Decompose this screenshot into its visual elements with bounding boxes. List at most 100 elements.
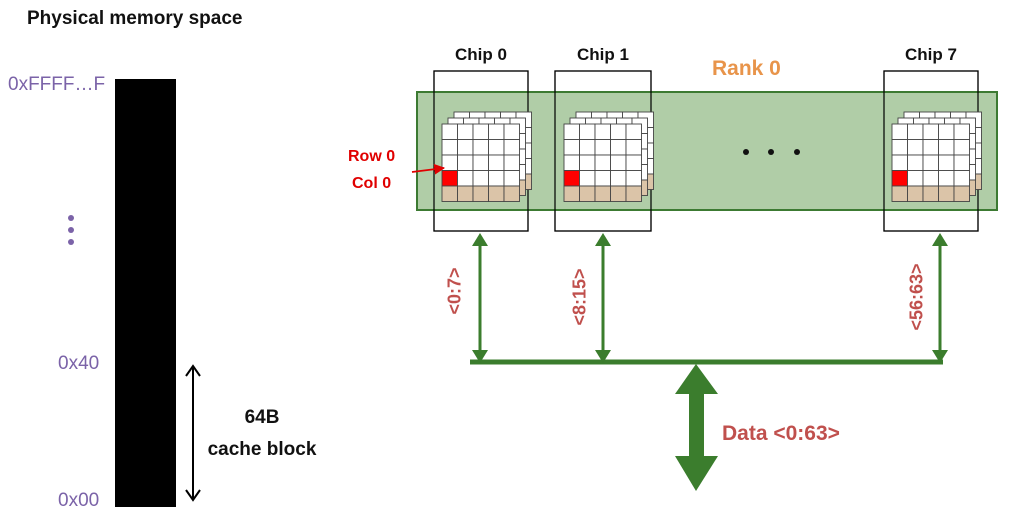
- bank-cell: [891, 139, 908, 156]
- bank-cell: [488, 154, 505, 171]
- bank-cell: [953, 139, 970, 156]
- bank-cell: [457, 139, 474, 156]
- bank-cell: [457, 154, 474, 171]
- horizontal-ellipsis-icon: [743, 149, 800, 155]
- row-label: Row 0: [348, 148, 396, 165]
- chip-1-bits-label: <8:15>: [569, 268, 590, 326]
- bank-cell: [922, 170, 939, 187]
- bank-cell: [938, 154, 955, 171]
- bank-cell: [503, 154, 520, 171]
- bank-cell: [563, 154, 580, 171]
- dram-bank-arrays: [441, 111, 982, 202]
- bank-cell: [610, 139, 627, 156]
- cache-block-range-arrow: [185, 364, 201, 502]
- bank-cell: [938, 170, 955, 187]
- bank-cell: [625, 170, 642, 187]
- row-buffer-cell: [441, 185, 458, 202]
- row-buffer-cell: [457, 185, 474, 202]
- bank-cell: [922, 123, 939, 140]
- bank-cell: [953, 154, 970, 171]
- bank-cell: [579, 123, 596, 140]
- bank-cell: [579, 139, 596, 156]
- bank-cell: [938, 123, 955, 140]
- bank-cell: [472, 154, 489, 171]
- bank-cell: [488, 123, 505, 140]
- bank-cell: [488, 170, 505, 187]
- row-buffer-cell: [503, 185, 520, 202]
- bank-cell: [907, 123, 924, 140]
- bank-cell: [472, 123, 489, 140]
- bank-cell: [594, 139, 611, 156]
- bank-cell: [579, 154, 596, 171]
- col-label: Col 0: [352, 175, 392, 192]
- memory-space-bar: [115, 79, 176, 507]
- data-bus: [470, 233, 948, 491]
- selected-cell-row0-col0: [891, 170, 908, 187]
- rank-label: Rank 0: [712, 57, 781, 80]
- bank-cell: [579, 170, 596, 187]
- row-buffer-cell: [579, 185, 596, 202]
- mid-address-label: 0x40: [58, 353, 100, 374]
- bank-cell: [472, 139, 489, 156]
- bank-cell: [503, 139, 520, 156]
- bank-cell: [594, 123, 611, 140]
- row-buffer-cell: [907, 185, 924, 202]
- chip-0-bits-label: <0:7>: [444, 267, 465, 315]
- cache-block-label: cache block: [207, 439, 317, 460]
- row-buffer-cell: [891, 185, 908, 202]
- bank-cell: [953, 170, 970, 187]
- bank-cell: [488, 139, 505, 156]
- bank-cell: [922, 139, 939, 156]
- bank-cell: [563, 139, 580, 156]
- row-buffer-cell: [610, 185, 627, 202]
- bank-cell: [938, 139, 955, 156]
- bank-cell: [441, 139, 458, 156]
- row-buffer-cell: [938, 185, 955, 202]
- bottom-address-label: 0x00: [58, 490, 100, 511]
- bank-cell: [610, 154, 627, 171]
- chip-7-label: Chip 7: [905, 45, 957, 64]
- bank-cell: [907, 154, 924, 171]
- bank-cell: [891, 154, 908, 171]
- vertical-ellipsis-icon: [68, 215, 74, 245]
- row-buffer-cell: [563, 185, 580, 202]
- bank-cell: [594, 154, 611, 171]
- cache-block-size-label: 64B: [244, 407, 280, 428]
- memory-space-title: Physical memory space: [27, 8, 243, 29]
- bank-cell: [907, 139, 924, 156]
- top-address-label: 0xFFFF…F: [8, 74, 106, 95]
- bank-cell: [625, 154, 642, 171]
- bank-cell: [922, 154, 939, 171]
- chip-0-label: Chip 0: [455, 45, 507, 64]
- bank-cell: [907, 170, 924, 187]
- row-buffer-cell: [472, 185, 489, 202]
- data-bus-label: Data <0:63>: [722, 422, 840, 445]
- row-col-pointer-arrow: [411, 163, 446, 175]
- bank-cell: [610, 123, 627, 140]
- bank-cell: [563, 123, 580, 140]
- bank-cell: [457, 170, 474, 187]
- selected-cell-row0-col0: [441, 170, 458, 187]
- row-buffer-cell: [594, 185, 611, 202]
- selected-cell-row0-col0: [563, 170, 580, 187]
- bank-cell: [610, 170, 627, 187]
- row-buffer-cell: [625, 185, 642, 202]
- bank-cell: [953, 123, 970, 140]
- bank-cell: [472, 170, 489, 187]
- bank-cell: [891, 123, 908, 140]
- row-buffer-cell: [922, 185, 939, 202]
- bank-cell: [503, 170, 520, 187]
- bank-cell: [503, 123, 520, 140]
- row-buffer-cell: [488, 185, 505, 202]
- bank-cell: [441, 154, 458, 171]
- bank-cell: [594, 170, 611, 187]
- bank-cell: [625, 139, 642, 156]
- row-buffer-cell: [953, 185, 970, 202]
- bank-cell: [457, 123, 474, 140]
- bank-cell: [625, 123, 642, 140]
- bank-cell: [441, 123, 458, 140]
- chip-1-label: Chip 1: [577, 45, 629, 64]
- chip-7-bits-label: <56:63>: [906, 263, 927, 331]
